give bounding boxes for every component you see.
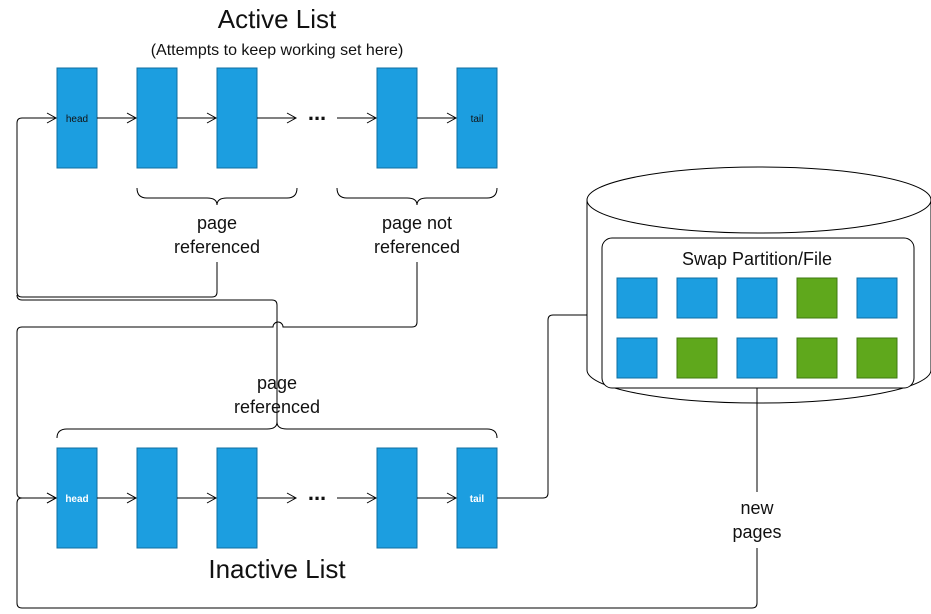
new-pages-label-line2: pages <box>732 522 781 542</box>
swap-page-blue <box>616 337 658 379</box>
active-referenced-label-line2: referenced <box>174 237 260 257</box>
active-tail-page <box>456 67 498 169</box>
swap-partition-title: Swap Partition/File <box>682 249 832 269</box>
inactive-list-pages <box>56 447 498 549</box>
active-not-referenced-label-line2: referenced <box>374 237 460 257</box>
swap-page-blue <box>736 337 778 379</box>
inactive-tail-label: tail <box>470 494 485 505</box>
active-ellipsis: ... <box>308 100 326 125</box>
inactive-referenced-brace <box>56 421 498 439</box>
active-referenced-brace <box>136 187 298 206</box>
inactive-page <box>216 447 258 549</box>
swap-page-blue <box>856 277 898 319</box>
active-to-inactive-arrow <box>16 262 418 504</box>
active-head-page <box>56 67 98 169</box>
inactive-referenced-return-line <box>16 294 278 423</box>
swap-page-green <box>676 337 718 379</box>
swap-page-green <box>856 337 898 379</box>
new-pages-label-line1: new <box>740 498 774 518</box>
active-list-subtitle: (Attempts to keep working set here) <box>151 42 404 59</box>
inactive-ellipsis: ... <box>308 480 326 505</box>
active-list-title: Active List <box>218 4 337 34</box>
new-pages-arrow <box>16 388 758 609</box>
inactive-head-page <box>56 447 98 549</box>
active-head-label: head <box>66 114 88 125</box>
inactive-to-swap-arrow <box>497 309 604 499</box>
swap-page-green <box>796 337 838 379</box>
active-page <box>216 67 258 169</box>
active-not-referenced-label-line1: page not <box>382 213 452 233</box>
active-referenced-return-arrow <box>16 112 218 298</box>
inactive-head-label: head <box>65 494 88 505</box>
active-list-pages <box>56 67 498 169</box>
swap-page-green <box>796 277 838 319</box>
inactive-page <box>136 447 178 549</box>
active-not-referenced-brace <box>336 187 498 206</box>
active-referenced-label-line1: page <box>197 213 237 233</box>
inactive-list-title: Inactive List <box>208 554 346 584</box>
swap-pages-grid <box>616 277 898 379</box>
active-tail-label: tail <box>471 114 484 125</box>
inactive-page <box>376 447 418 549</box>
inactive-referenced-label-line1: page <box>257 373 297 393</box>
swap-page-blue <box>736 277 778 319</box>
new-pages-label-bg <box>718 492 796 548</box>
swap-page-blue <box>616 277 658 319</box>
active-page <box>136 67 178 169</box>
swap-page-blue <box>676 277 718 319</box>
active-page <box>376 67 418 169</box>
inactive-referenced-label-line2: referenced <box>234 397 320 417</box>
